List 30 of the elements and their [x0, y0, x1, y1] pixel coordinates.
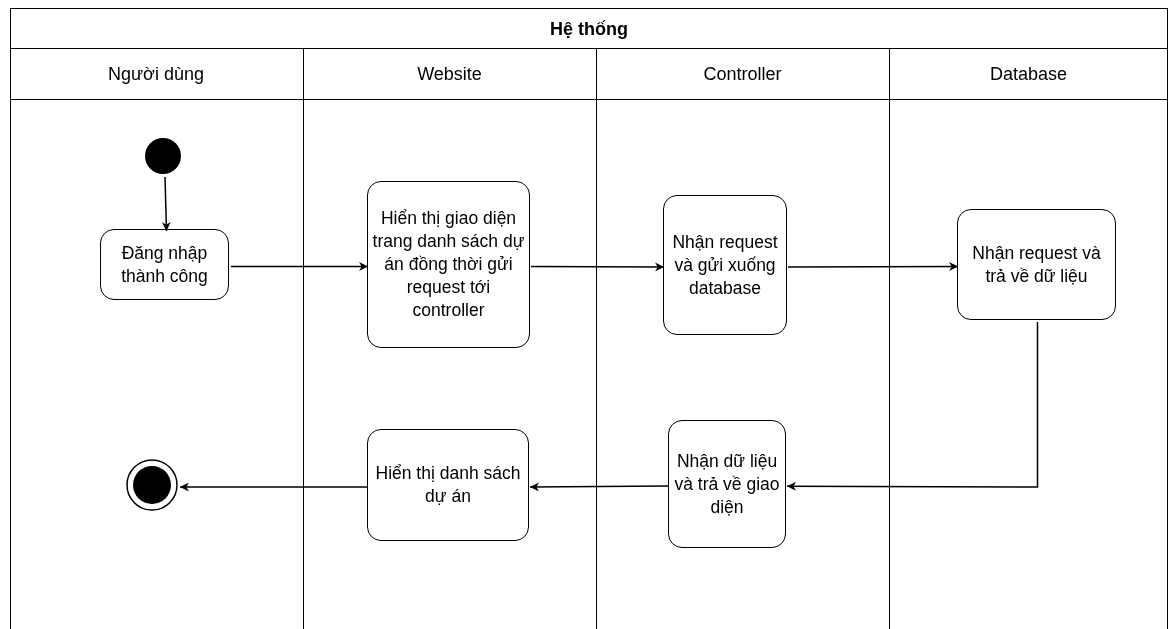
swimlane-pool: [10, 8, 1168, 629]
lane-header: Controller: [596, 47, 889, 100]
lane-header: Database: [889, 47, 1168, 100]
arrow: [179, 482, 369, 492]
activity-box: [367, 181, 530, 348]
activity-box: [100, 229, 229, 300]
end-node: [126, 459, 178, 511]
arrow: [787, 262, 959, 272]
activity-box: [663, 195, 787, 335]
arrow: [530, 262, 665, 272]
activity-box: [957, 209, 1116, 320]
activity-text: Nhận request và gửi xuống database: [671, 230, 779, 300]
activity-text: Nhận request và trả về dữ liệu: [971, 241, 1102, 288]
activity-box: [668, 420, 786, 548]
swimlane: [888, 47, 1168, 629]
activity-text: Đăng nhập thành công: [120, 241, 209, 288]
activity-box: [367, 429, 529, 541]
arrow: [786, 321, 1039, 491]
activity-text: Hiển thị danh sách dự án: [374, 462, 522, 508]
lane-header: Người dùng: [9, 47, 303, 100]
swimlane: [595, 47, 889, 629]
lane-header: Website: [303, 47, 596, 100]
swimlane: [302, 47, 596, 629]
pool-title: Hệ thống: [11, 9, 1167, 49]
start-node: [144, 137, 182, 175]
activity-text: Nhận dữ liệu và trả về giao diện: [673, 449, 781, 519]
activity-text: Hiển thị giao diện trang danh sách dự án đồng thời gửi request tới controller: [372, 207, 525, 322]
arrow: [230, 262, 369, 271]
arrow: [529, 482, 670, 492]
arrow: [161, 176, 171, 232]
